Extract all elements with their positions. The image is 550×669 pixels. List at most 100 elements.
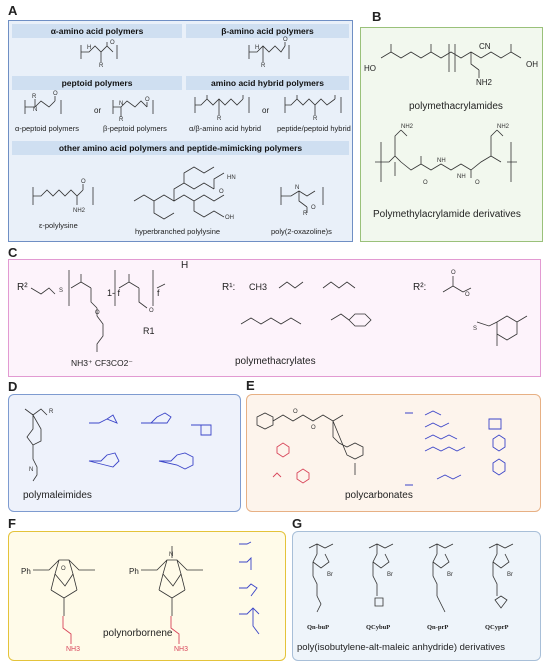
svg-text:R: R: [217, 116, 222, 122]
svg-text:O: O: [81, 179, 86, 185]
svg-text:NH2: NH2: [401, 124, 414, 130]
polycarbonate-blue-substituents: [405, 410, 506, 486]
svg-text:H: H: [87, 45, 91, 51]
label-poly-oxazoline: poly(2-oxazoline)s: [271, 227, 332, 236]
polymethacrylamide-structure: [380, 44, 522, 78]
panel-letter-d: D: [8, 379, 18, 394]
poly-oxazoline-structure: NOR: [280, 185, 324, 217]
label-beta-peptoid: β-peptoid polymers: [103, 124, 167, 133]
svg-text:R: R: [313, 116, 318, 122]
beta-peptoid-structure: R N O: [112, 97, 154, 123]
caption-polymaleimides: polymaleimides: [23, 490, 92, 501]
label-or-1: or: [94, 106, 102, 115]
label-pp-hybrid: peptide/peptoid hybrid: [277, 124, 351, 133]
chem-cn: CN: [479, 42, 491, 51]
polynorbornene-blue-substituents: [239, 541, 260, 635]
polycarbonate-red-substituents: [272, 442, 310, 484]
caption-polymethacrylates: polymethacrylates: [235, 356, 316, 367]
label-hyperbranched: hyperbranched polylysine: [135, 227, 221, 236]
svg-text:R: R: [32, 94, 37, 100]
svg-text:O: O: [145, 97, 150, 103]
chem-ph-1: Ph: [21, 567, 31, 576]
svg-text:R: R: [119, 117, 124, 123]
chem-ch3: CH3: [249, 282, 268, 292]
label-alpha-peptoid: α-peptoid polymers: [15, 124, 79, 133]
caption-polycarbonates: polycarbonates: [345, 490, 413, 501]
polynorbornene-structures: ON: [33, 546, 203, 616]
ab-hybrid-structure: R: [194, 95, 250, 122]
svg-text:O: O: [293, 409, 298, 415]
svg-text:HN: HN: [227, 175, 236, 181]
svg-text:N: N: [119, 101, 123, 107]
svg-text:R: R: [303, 211, 308, 217]
header-peptoid-polymers: peptoid polymers: [12, 76, 182, 90]
maleimide-substituents: [88, 412, 212, 470]
svg-text:O: O: [149, 308, 154, 314]
alpha-peptoid-structure: R N O: [24, 91, 62, 114]
chem-nh3-2: NH3: [174, 646, 189, 653]
header-beta-amino-acid: β-amino acid polymers: [186, 24, 349, 38]
label-r2-options: R²:: [413, 282, 427, 293]
chem-nh3-1: NH3: [66, 646, 81, 653]
panel-letter-g: G: [292, 516, 303, 531]
panel-letter-c: C: [8, 245, 18, 260]
svg-text:N: N: [29, 467, 33, 473]
label-or-2: or: [262, 106, 270, 115]
label-r1: R¹:: [222, 282, 236, 293]
caption-pibma-derivatives: poly(isobutylene-alt-maleic anhydride) d…: [297, 642, 506, 653]
chem-oh: OH: [526, 60, 538, 69]
svg-text:S: S: [473, 326, 477, 332]
svg-text:O: O: [465, 292, 470, 298]
label-epsilon-polylysine: ε-polylysine: [39, 221, 78, 230]
beta-amino-acid-structure: HRO: [248, 37, 290, 69]
svg-text:NH: NH: [457, 174, 466, 180]
chem-r2: R²: [17, 282, 28, 293]
svg-text:Br: Br: [447, 572, 453, 578]
svg-text:N: N: [295, 185, 299, 191]
chem-nh2: NH2: [476, 78, 493, 87]
label-qcyprp: QCyprP: [485, 624, 509, 631]
polymethacrylate-backbone-structure: S O O: [30, 270, 166, 352]
svg-text:O: O: [95, 310, 100, 316]
label-ab-hybrid: α/β-amino acid hybrid: [189, 124, 262, 133]
caption-polynorbornene: polynorbornene: [103, 628, 173, 639]
label-qn-bup: Qn-buP: [307, 624, 330, 631]
svg-text:O: O: [311, 425, 316, 431]
chem-h: H: [181, 260, 189, 271]
svg-text:O: O: [219, 189, 224, 195]
label-qcybup: QCybuP: [366, 624, 391, 631]
svg-text:O: O: [283, 37, 288, 43]
r2-options-structures: O O S: [442, 270, 528, 346]
chem-fraction-1: 1- f: [107, 288, 121, 298]
chem-ho: HO: [364, 64, 376, 73]
panel-letter-b: B: [372, 9, 382, 24]
svg-text:O: O: [110, 40, 115, 46]
label-qn-prp: Qn-prP: [427, 624, 449, 631]
chem-r1-substituent: R1: [143, 326, 155, 336]
panel-a: α-amino acid polymers β-amino acid polym…: [8, 20, 353, 242]
svg-text:O: O: [423, 180, 428, 186]
polycarbonate-backbone-structure: OO: [256, 409, 364, 475]
caption-polymethylacrylamide-derivatives: Polymethylacrylamide derivatives: [373, 209, 521, 220]
chem-ph-2: Ph: [129, 567, 139, 576]
svg-text:O: O: [451, 270, 456, 276]
polymaleimide-core-structure: RN: [24, 408, 54, 482]
svg-text:N: N: [169, 552, 173, 558]
svg-text:O: O: [53, 91, 58, 97]
header-alpha-amino-acid: α-amino acid polymers: [12, 24, 182, 38]
svg-text:O: O: [475, 180, 480, 186]
r1-options-structures: [240, 281, 372, 327]
caption-polymethacrylamides: polymethacrylamides: [409, 101, 503, 112]
svg-text:N: N: [33, 107, 37, 113]
svg-text:S: S: [59, 288, 63, 294]
svg-text:H: H: [255, 45, 259, 51]
svg-text:R: R: [99, 63, 104, 69]
svg-text:Br: Br: [327, 572, 333, 578]
svg-text:NH2: NH2: [73, 208, 86, 214]
